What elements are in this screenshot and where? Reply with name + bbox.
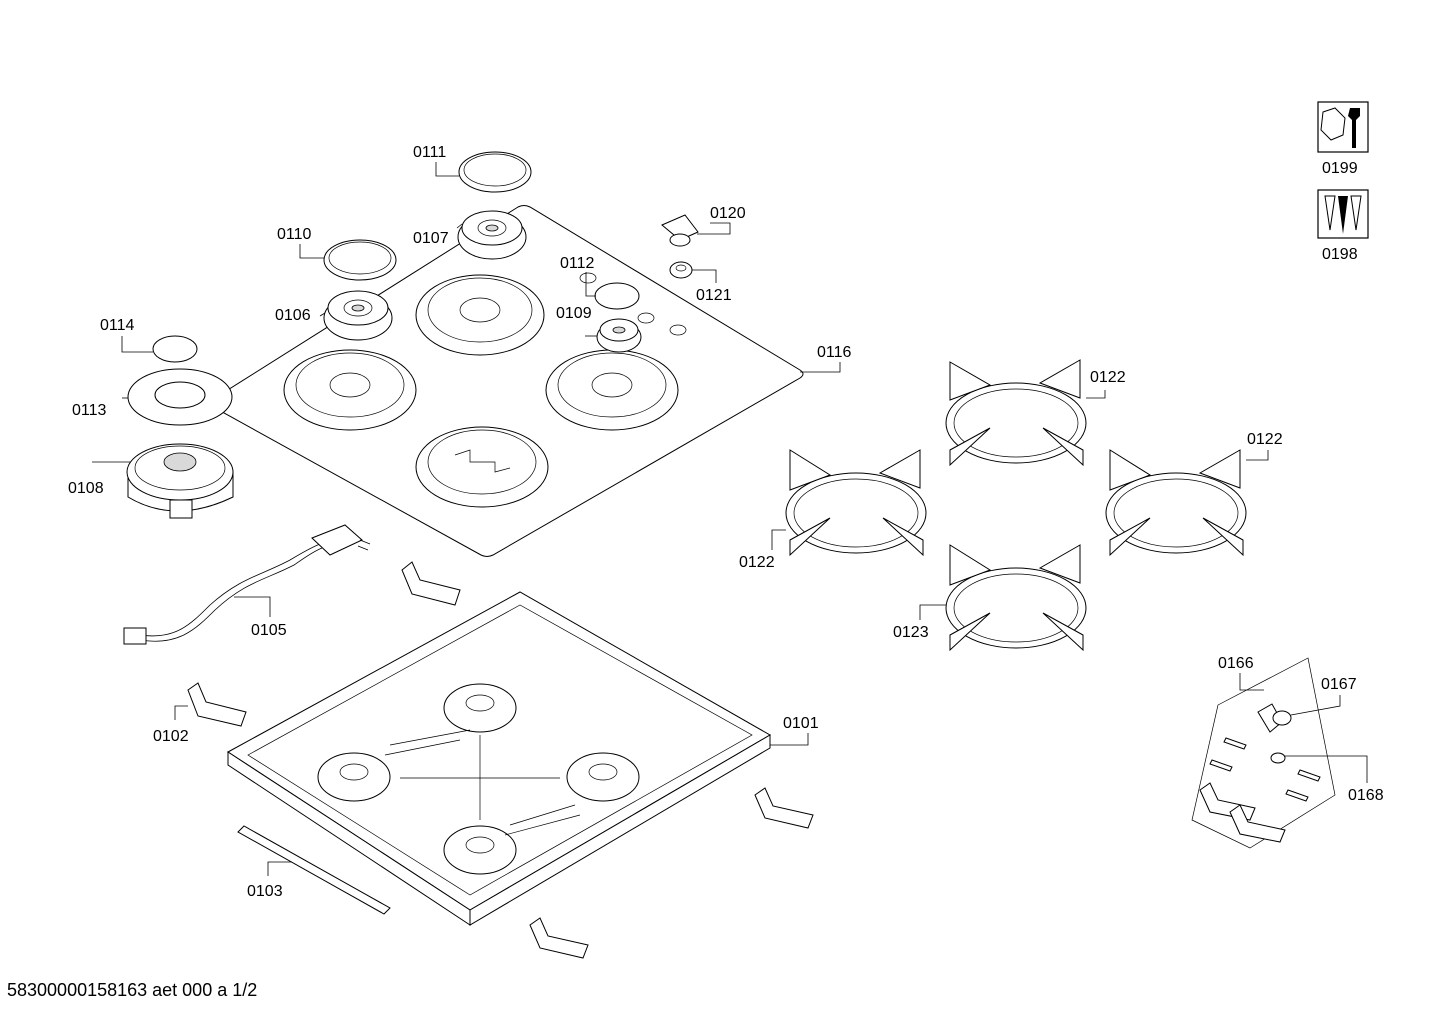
label-0102: 0102 xyxy=(153,728,189,745)
mounting-clip-0102 xyxy=(187,682,247,727)
elbow-fitting-0167 xyxy=(1257,703,1292,733)
label-0110: 0110 xyxy=(277,226,312,243)
cooktop-top-plate xyxy=(211,205,804,557)
seal-strip-0103 xyxy=(237,825,391,915)
pan-support-0122-left xyxy=(785,449,927,557)
label-0120: 0120 xyxy=(710,205,746,222)
mounting-clip-upper xyxy=(401,561,461,606)
power-cable-0105 xyxy=(123,524,371,645)
label-0168: 0168 xyxy=(1348,787,1384,804)
mounting-clip-right xyxy=(754,787,814,829)
burner-cap-0112 xyxy=(594,282,640,310)
screw-b xyxy=(1209,759,1233,772)
label-0122-top: 0122 xyxy=(1090,369,1126,386)
burner-seat-left xyxy=(283,349,417,431)
burner-head-0109 xyxy=(596,318,642,353)
label-0113: 0113 xyxy=(72,402,107,419)
label-0122-left: 0122 xyxy=(739,554,775,571)
knob-seal-0121 xyxy=(669,261,693,279)
burner-head-0106 xyxy=(323,290,393,341)
screw-d xyxy=(1285,789,1309,802)
label-0114: 0114 xyxy=(100,317,135,334)
screw-a xyxy=(1223,737,1247,750)
label-0105: 0105 xyxy=(251,622,287,639)
label-0123: 0123 xyxy=(893,624,929,641)
control-knob-0120 xyxy=(661,214,699,247)
label-0108: 0108 xyxy=(68,480,104,497)
label-0107: 0107 xyxy=(413,230,449,247)
label-0199: 0199 xyxy=(1322,160,1358,177)
document-id: 58300000158163 aet 000 a 1/2 xyxy=(7,980,258,1000)
label-0122-right: 0122 xyxy=(1247,431,1283,448)
label-0112: 0112 xyxy=(560,255,595,272)
pan-support-0123 xyxy=(945,544,1087,652)
label-0103: 0103 xyxy=(247,883,283,900)
mounting-clip-bottom xyxy=(529,917,589,959)
washer-0168 xyxy=(1270,752,1286,764)
wok-burner-0108 xyxy=(126,443,234,519)
label-0111: 0111 xyxy=(413,144,446,161)
part-labels: 0111 0107 0110 0106 0114 0113 0108 0120 … xyxy=(68,144,1384,900)
label-0116: 0116 xyxy=(817,344,852,361)
burner-seat-right xyxy=(545,349,679,431)
burner-cap-0111 xyxy=(458,151,532,193)
label-0106: 0106 xyxy=(275,307,311,324)
burner-seat-top xyxy=(415,274,545,356)
screw-c xyxy=(1297,769,1321,782)
burner-ring-0113 xyxy=(127,368,233,426)
pan-support-0122-top xyxy=(945,359,1087,467)
burner-head-0107 xyxy=(457,210,527,260)
screws-icon xyxy=(1317,189,1369,239)
burner-cap-0114 xyxy=(152,335,198,363)
label-0121: 0121 xyxy=(696,287,732,304)
label-0101: 0101 xyxy=(783,715,819,732)
burner-cap-0110 xyxy=(323,239,397,281)
label-0167: 0167 xyxy=(1321,676,1357,693)
pan-support-0122-right xyxy=(1105,449,1247,557)
burner-seat-bottom xyxy=(415,426,549,508)
leader-lines xyxy=(92,162,1368,876)
label-0109: 0109 xyxy=(556,305,592,322)
base-tray-0101 xyxy=(227,591,771,926)
clip-a xyxy=(1199,782,1256,821)
label-0198: 0198 xyxy=(1322,246,1358,263)
nut-and-wrench-icon xyxy=(1317,101,1369,153)
clip-b xyxy=(1229,804,1286,843)
accessory-kit-0166 xyxy=(1191,657,1336,849)
label-0166: 0166 xyxy=(1218,655,1254,672)
